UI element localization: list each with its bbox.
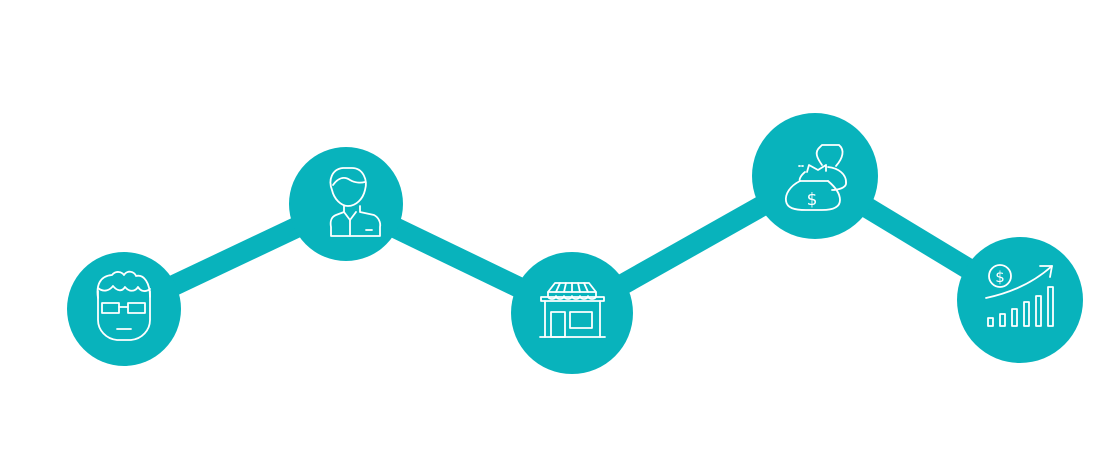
step-circle — [289, 147, 403, 261]
step-4: $ — [752, 113, 878, 239]
money-bag-dollar-icon: $ — [807, 190, 818, 210]
step-3 — [511, 252, 633, 374]
coin-dollar-icon: $ — [995, 268, 1005, 286]
step-circle — [67, 252, 181, 366]
nerd-face-icon — [96, 270, 151, 341]
step-circle — [957, 237, 1083, 363]
step-2 — [289, 147, 403, 261]
person-icon — [329, 167, 382, 237]
step-circle — [511, 252, 633, 374]
growth-chart-icon: $ — [985, 264, 1054, 327]
step-5: $ — [957, 237, 1083, 363]
step-1 — [67, 252, 181, 366]
money-bags-icon: $ — [785, 144, 847, 211]
storefront-icon — [539, 282, 606, 338]
step-circle — [752, 113, 878, 239]
